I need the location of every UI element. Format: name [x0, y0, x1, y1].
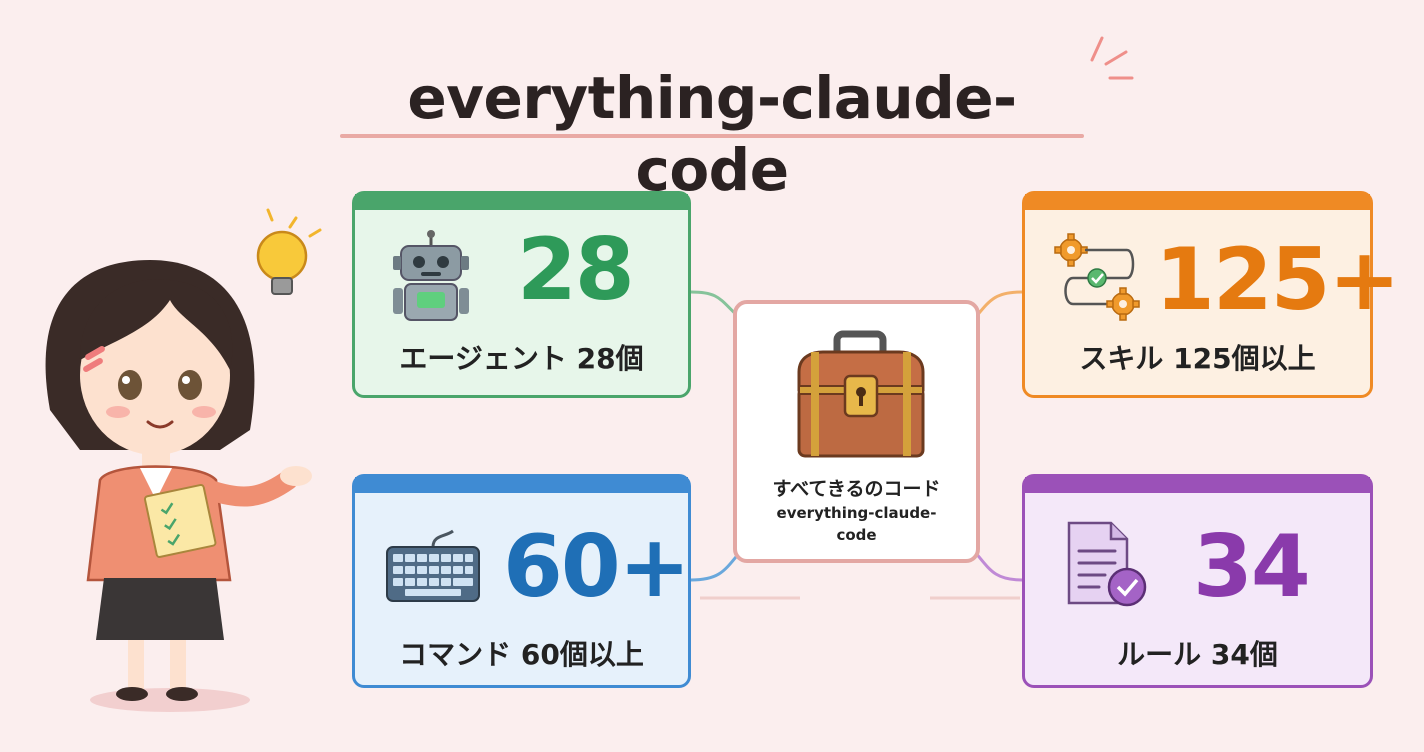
document-check-icon: [1067, 521, 1147, 607]
center-hub: すべてきるのコード everything-claude-code: [733, 300, 980, 563]
rules-card: 34 ルール 34個: [1022, 474, 1373, 688]
gears-workflow-icon: [1054, 233, 1140, 321]
agents-card: 28 エージェント 28個: [352, 191, 691, 398]
card-header-bar: [1025, 194, 1370, 210]
skills-label: スキル 125個以上: [1079, 342, 1316, 375]
presenter-girl-illustration: [45, 208, 322, 712]
agents-count: 28: [517, 220, 635, 320]
lightbulb-icon: [256, 208, 322, 295]
rules-count: 34: [1193, 517, 1311, 617]
commands-card: 60+ コマンド 60個以上: [352, 474, 691, 688]
agents-label: エージェント 28個: [399, 342, 644, 375]
robot-icon: [393, 230, 469, 321]
commands-count: 60+: [503, 517, 691, 617]
card-header-bar: [1025, 477, 1370, 493]
center-caption-en: everything-claude-code: [776, 504, 937, 544]
sparkle-icon: [1090, 36, 1134, 80]
title-underline: [340, 134, 1084, 138]
card-header-bar: [355, 477, 688, 493]
rules-label: ルール 34個: [1117, 638, 1278, 671]
keyboard-icon: [386, 529, 480, 602]
card-header-bar: [355, 194, 688, 210]
skills-card: 125+ スキル 125個以上: [1022, 191, 1401, 398]
treasure-chest-icon: [797, 330, 925, 458]
commands-label: コマンド 60個以上: [399, 638, 644, 671]
center-caption-jp: すべてきるのコード: [772, 478, 941, 500]
skills-count: 125+: [1155, 230, 1401, 330]
